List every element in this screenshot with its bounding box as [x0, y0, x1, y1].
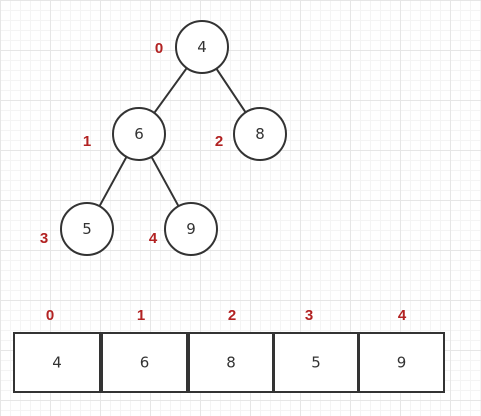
- array-cell-value: 5: [311, 354, 321, 372]
- array-cell-index: 2: [228, 307, 236, 324]
- array-cell-value: 9: [397, 354, 407, 372]
- array-cell-value: 6: [140, 354, 150, 372]
- tree-node-value: 5: [82, 220, 92, 238]
- array-cell: 53: [273, 307, 359, 393]
- tree-edge: [98, 156, 128, 207]
- tree-node: 61: [83, 107, 166, 161]
- tree-node-index: 0: [155, 40, 163, 57]
- array-cell-index: 4: [398, 307, 407, 324]
- tree-node-circle: [233, 107, 287, 161]
- array-cell-value: 4: [52, 354, 62, 372]
- array-cell-box: [101, 332, 188, 393]
- array-cell-value: 8: [226, 354, 236, 372]
- tree-node-index: 2: [215, 133, 223, 150]
- array-cell-index: 1: [137, 307, 145, 324]
- tree-node-index: 4: [149, 230, 158, 247]
- array-cell: 61: [101, 307, 188, 393]
- tree-edge: [153, 67, 188, 114]
- tree-node: 94: [149, 202, 218, 256]
- tree-node-circle: [60, 202, 114, 256]
- array-cell: 94: [358, 307, 445, 393]
- array-cell-box: [188, 332, 274, 393]
- array-cell-box: [273, 332, 359, 393]
- tree-node-value: 8: [255, 125, 265, 143]
- tree-node-value: 9: [186, 220, 196, 238]
- array-cell-index: 3: [305, 307, 313, 324]
- tree-node-value: 4: [197, 38, 207, 56]
- tree-edges: [98, 67, 247, 207]
- tree-node: 53: [40, 202, 114, 256]
- tree-node-circle: [112, 107, 166, 161]
- tree-node-value: 6: [134, 125, 144, 143]
- tree-node-circle: [164, 202, 218, 256]
- tree-edge: [150, 156, 180, 207]
- tree-node: 82: [215, 107, 287, 161]
- tree-node-circle: [175, 20, 229, 74]
- array-cell-box: [13, 332, 101, 393]
- tree-node: 40: [155, 20, 229, 74]
- tree-node-index: 3: [40, 230, 48, 247]
- array-cell-index: 0: [46, 307, 54, 324]
- array-cell: 82: [188, 307, 274, 393]
- tree-edge: [215, 68, 247, 113]
- array-cell: 40: [13, 307, 101, 393]
- tree-node-index: 1: [83, 133, 91, 150]
- array-cell-box: [358, 332, 445, 393]
